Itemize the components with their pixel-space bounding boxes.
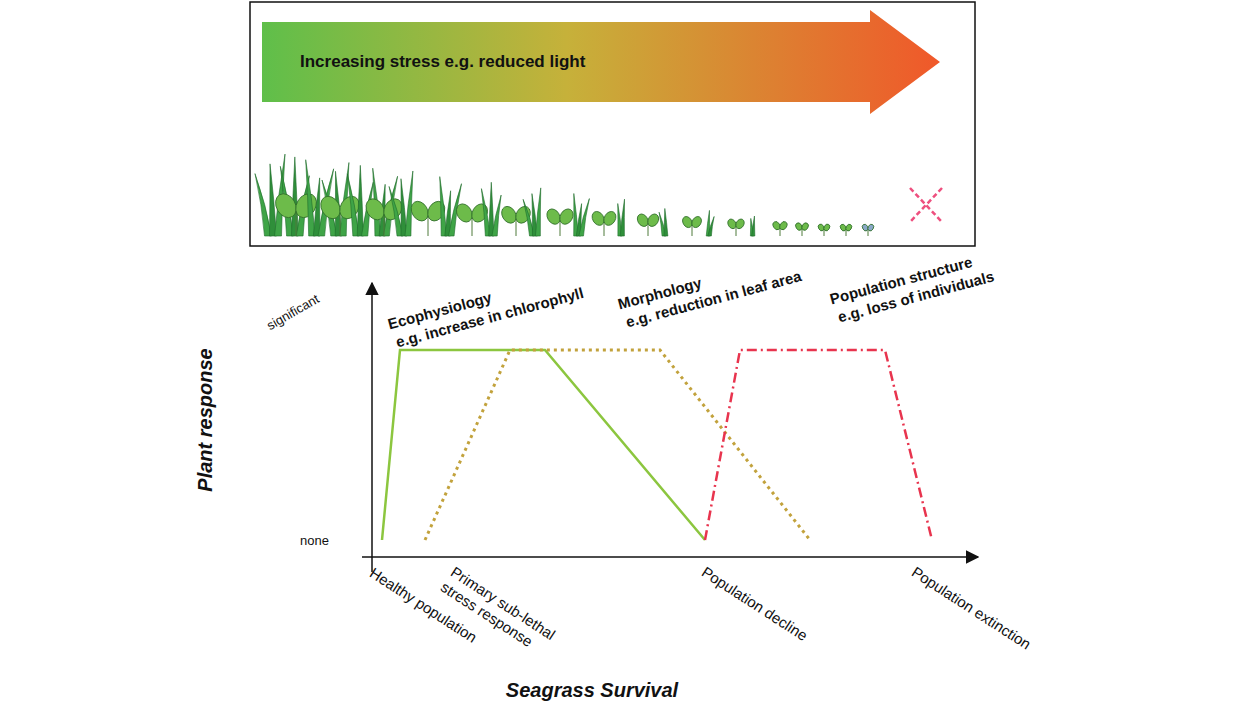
seagrass-blade xyxy=(492,195,501,236)
axis-title: Seagrass Survival xyxy=(506,678,678,702)
petiole xyxy=(340,213,341,236)
seagrass-blade xyxy=(255,174,272,236)
round-leaf xyxy=(601,209,618,227)
petiole xyxy=(648,224,649,236)
seagrass-blade xyxy=(620,199,624,236)
seagrass-blade xyxy=(306,160,316,236)
axis-category: Population extinction xyxy=(908,563,1034,653)
seagrass-blade xyxy=(405,171,413,236)
axis-tick-label: significant xyxy=(264,291,322,333)
petiole xyxy=(736,226,737,236)
extinction-cross xyxy=(910,188,942,222)
round-leaf xyxy=(646,212,661,228)
round-leaf xyxy=(801,222,810,232)
petiole xyxy=(472,218,473,236)
seagrass-blade xyxy=(708,217,714,237)
petiole xyxy=(604,222,605,236)
petiole xyxy=(516,219,517,236)
x-axis xyxy=(362,556,978,558)
round-leaf xyxy=(845,223,853,232)
seagrass-blade xyxy=(752,216,755,236)
round-leaf xyxy=(690,215,703,229)
seagrass-blade xyxy=(664,208,668,236)
round-leaf xyxy=(557,207,576,227)
axis-tick-label: none xyxy=(300,533,329,549)
seagrass-blade xyxy=(291,157,298,236)
stress-arrow: Increasing stress e.g. reduced light xyxy=(262,10,940,114)
petiole xyxy=(692,225,693,236)
petiole xyxy=(428,216,429,236)
arrow-label: Increasing stress e.g. reduced light xyxy=(300,52,585,72)
axis-category: Population decline xyxy=(698,563,811,645)
panel-frame xyxy=(250,2,975,246)
seagrass-blade xyxy=(357,165,363,236)
petiole xyxy=(560,221,561,236)
ecophysiology-curve xyxy=(382,350,705,540)
seagrass-blade xyxy=(313,178,320,236)
y-axis xyxy=(371,283,373,572)
petiole xyxy=(296,212,297,236)
population-curve xyxy=(705,350,932,540)
seagrass-blade xyxy=(535,188,540,236)
seagrass-blade xyxy=(579,199,589,236)
arrow-body xyxy=(262,10,940,114)
round-leaf xyxy=(734,218,746,231)
petiole xyxy=(384,215,385,236)
round-leaf xyxy=(778,220,788,231)
round-leaf xyxy=(867,223,875,232)
axis-title: Plant response xyxy=(193,348,217,491)
morphology-curve xyxy=(425,350,810,540)
seagrass-illustration xyxy=(255,154,875,236)
round-leaf xyxy=(823,223,831,232)
